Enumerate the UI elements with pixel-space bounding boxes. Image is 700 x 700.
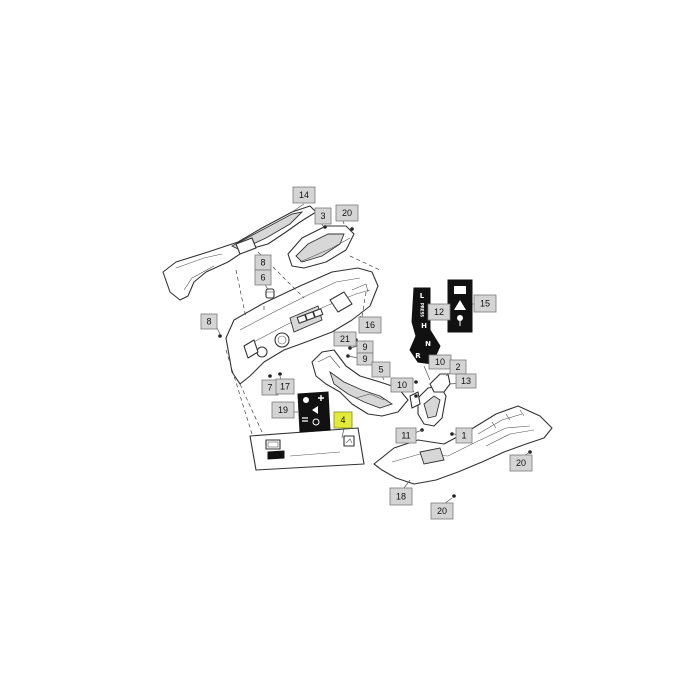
- callout-12[interactable]: 12: [427, 303, 451, 321]
- part-15-warning-decal: [447, 279, 473, 333]
- callout-4[interactable]: 4: [333, 411, 353, 429]
- shift-letter-l: L: [420, 292, 425, 300]
- callout-9a[interactable]: 9: [356, 340, 374, 354]
- warning-icon: [454, 300, 466, 310]
- part-13-shifter-bracket: [417, 385, 447, 427]
- callout-11-label: 11: [401, 431, 410, 441]
- callout-14[interactable]: 14: [292, 186, 316, 204]
- callout-16[interactable]: 16: [358, 316, 382, 334]
- light-icon: [303, 397, 309, 403]
- callout-16-label: 16: [365, 320, 375, 330]
- callout-10a[interactable]: 10: [390, 377, 414, 393]
- callout-10b[interactable]: 10: [428, 354, 452, 370]
- callout-8b[interactable]: 8: [200, 313, 218, 330]
- part-18-floor-plate: [373, 405, 553, 485]
- engine-icon: [454, 286, 466, 294]
- callout-19[interactable]: 19: [271, 401, 295, 419]
- callout-3[interactable]: 3: [314, 207, 332, 225]
- shift-letter-r: R: [415, 352, 421, 360]
- callout-10a-label: 10: [397, 380, 407, 390]
- shift-press-text: PRESS: [420, 303, 425, 317]
- gauge-cluster: [296, 308, 324, 324]
- part-12-shift-pattern-decal: L H N R PRESS: [409, 287, 441, 365]
- part-4-dash-decal: [249, 427, 365, 471]
- callout-14-label: 14: [299, 190, 309, 200]
- callout-11[interactable]: 11: [395, 427, 417, 444]
- fan-icon: [312, 418, 320, 426]
- callout-2[interactable]: 2: [449, 359, 467, 375]
- shift-letter-h: H: [421, 322, 427, 330]
- callout-17-label: 17: [280, 382, 290, 392]
- callout-17[interactable]: 17: [275, 378, 295, 395]
- callout-20c-label: 20: [437, 506, 447, 516]
- callout-15[interactable]: 15: [473, 294, 497, 313]
- callout-2-label: 2: [455, 362, 460, 372]
- callout-6-label: 6: [260, 273, 265, 283]
- callout-10b-label: 10: [435, 357, 445, 367]
- callout-13-label: 13: [461, 376, 471, 386]
- callout-7-label: 7: [267, 383, 272, 393]
- key-icon: [457, 315, 463, 326]
- callout-12-label: 12: [434, 307, 444, 317]
- callout-20b-label: 20: [516, 458, 526, 468]
- part-16-dash-panel: [225, 267, 379, 385]
- callout-15-label: 15: [480, 299, 490, 309]
- shift-letter-n: N: [425, 340, 431, 348]
- callout-19-label: 19: [278, 405, 288, 415]
- callout-9b-label: 9: [362, 354, 367, 364]
- callout-8b-label: 8: [206, 317, 211, 327]
- callout-18[interactable]: 18: [389, 487, 413, 506]
- callout-20c[interactable]: 20: [430, 502, 454, 520]
- callout-1-label: 1: [461, 431, 466, 441]
- callout-21[interactable]: 21: [333, 331, 357, 347]
- callout-3-label: 3: [320, 211, 325, 221]
- callout-18-label: 18: [396, 492, 406, 502]
- callout-21-label: 21: [340, 334, 350, 344]
- part-3-instrument-hood: [287, 225, 355, 269]
- callout-8a-label: 8: [260, 258, 265, 268]
- callout-5[interactable]: 5: [371, 361, 391, 378]
- callout-20b[interactable]: 20: [509, 454, 533, 472]
- callout-6[interactable]: 6: [254, 269, 272, 286]
- plus-icon: [318, 395, 324, 401]
- callout-1[interactable]: 1: [455, 427, 473, 444]
- callout-8a[interactable]: 8: [254, 254, 272, 271]
- part-19-switch-decal: [297, 391, 331, 433]
- horn-icon: [312, 406, 318, 414]
- callout-4-label: 4: [340, 415, 345, 425]
- part-5-center-console: [311, 349, 409, 417]
- callout-5-label: 5: [378, 365, 383, 375]
- equals-icon: [302, 417, 308, 422]
- callout-9a-label: 9: [362, 342, 367, 352]
- callout-20a[interactable]: 20: [335, 204, 359, 222]
- callout-9b[interactable]: 9: [356, 352, 374, 366]
- part-2-shift-lever-cover: [429, 373, 451, 393]
- callout-20a-label: 20: [342, 208, 352, 218]
- callout-13[interactable]: 13: [455, 373, 477, 389]
- part-6-knob: [265, 288, 275, 299]
- part-14-upper-dash-cover: [162, 205, 317, 301]
